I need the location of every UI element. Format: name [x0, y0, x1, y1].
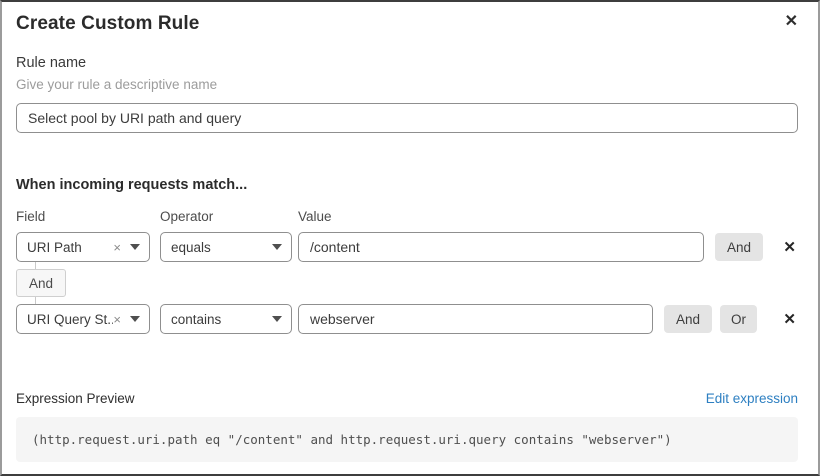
add-and-condition-button[interactable]: And — [715, 233, 764, 261]
close-icon[interactable]: ✕ — [784, 13, 798, 30]
remove-condition-icon[interactable]: ✕ — [783, 310, 796, 328]
operator-column-label: Operator — [160, 209, 214, 224]
value-input[interactable] — [298, 232, 704, 262]
operator-select-value: contains — [171, 311, 222, 327]
add-or-condition-button[interactable]: Or — [720, 305, 758, 333]
page-title: Create Custom Rule — [16, 13, 200, 34]
column-labels: Field Operator Value — [16, 209, 798, 225]
match-section: When incoming requests match... Field Op… — [16, 177, 798, 334]
rule-name-label: Rule name — [16, 55, 87, 71]
connector-line — [35, 262, 36, 269]
chevron-down-icon — [130, 316, 140, 322]
chevron-down-icon — [272, 244, 282, 250]
operator-select-value: equals — [171, 239, 211, 255]
connector: And — [16, 262, 798, 304]
rule-name-helper: Give your rule a descriptive name — [16, 77, 218, 92]
expression-preview-label: Expression Preview — [16, 391, 135, 406]
add-and-condition-button[interactable]: And — [664, 305, 713, 333]
clear-icon[interactable]: × — [113, 239, 121, 255]
field-select-value: URI Path — [27, 239, 82, 255]
field-select[interactable]: URI Path × — [16, 232, 150, 262]
expression-code: (http.request.uri.path eq "/content" and… — [16, 417, 798, 462]
rule-name-section: Rule name Give your rule a descriptive n… — [16, 55, 798, 133]
field-select-value: URI Query St... — [27, 311, 114, 327]
chevron-down-icon — [130, 244, 140, 250]
connector-line — [35, 297, 36, 304]
expression-header: Expression Preview Edit expression — [16, 390, 798, 407]
condition-row-1: URI Path × equals And ✕ — [16, 232, 798, 262]
field-select[interactable]: URI Query St... × — [16, 304, 150, 334]
operator-select[interactable]: equals — [160, 232, 292, 262]
group-connector-badge: And — [16, 269, 67, 297]
condition-row-2: URI Query St... × contains And Or ✕ — [16, 304, 798, 334]
remove-condition-icon[interactable]: ✕ — [783, 238, 796, 256]
rule-name-input[interactable] — [16, 103, 798, 133]
value-column-label: Value — [298, 209, 332, 224]
value-input[interactable] — [298, 304, 653, 334]
clear-icon[interactable]: × — [113, 311, 121, 327]
field-column-label: Field — [16, 209, 46, 224]
chevron-down-icon — [272, 316, 282, 322]
match-heading: When incoming requests match... — [16, 177, 248, 193]
expression-section: Expression Preview Edit expression (http… — [16, 390, 798, 462]
dialog-header: Create Custom Rule ✕ — [16, 2, 798, 35]
edit-expression-link[interactable]: Edit expression — [705, 391, 798, 406]
operator-select[interactable]: contains — [160, 304, 292, 334]
